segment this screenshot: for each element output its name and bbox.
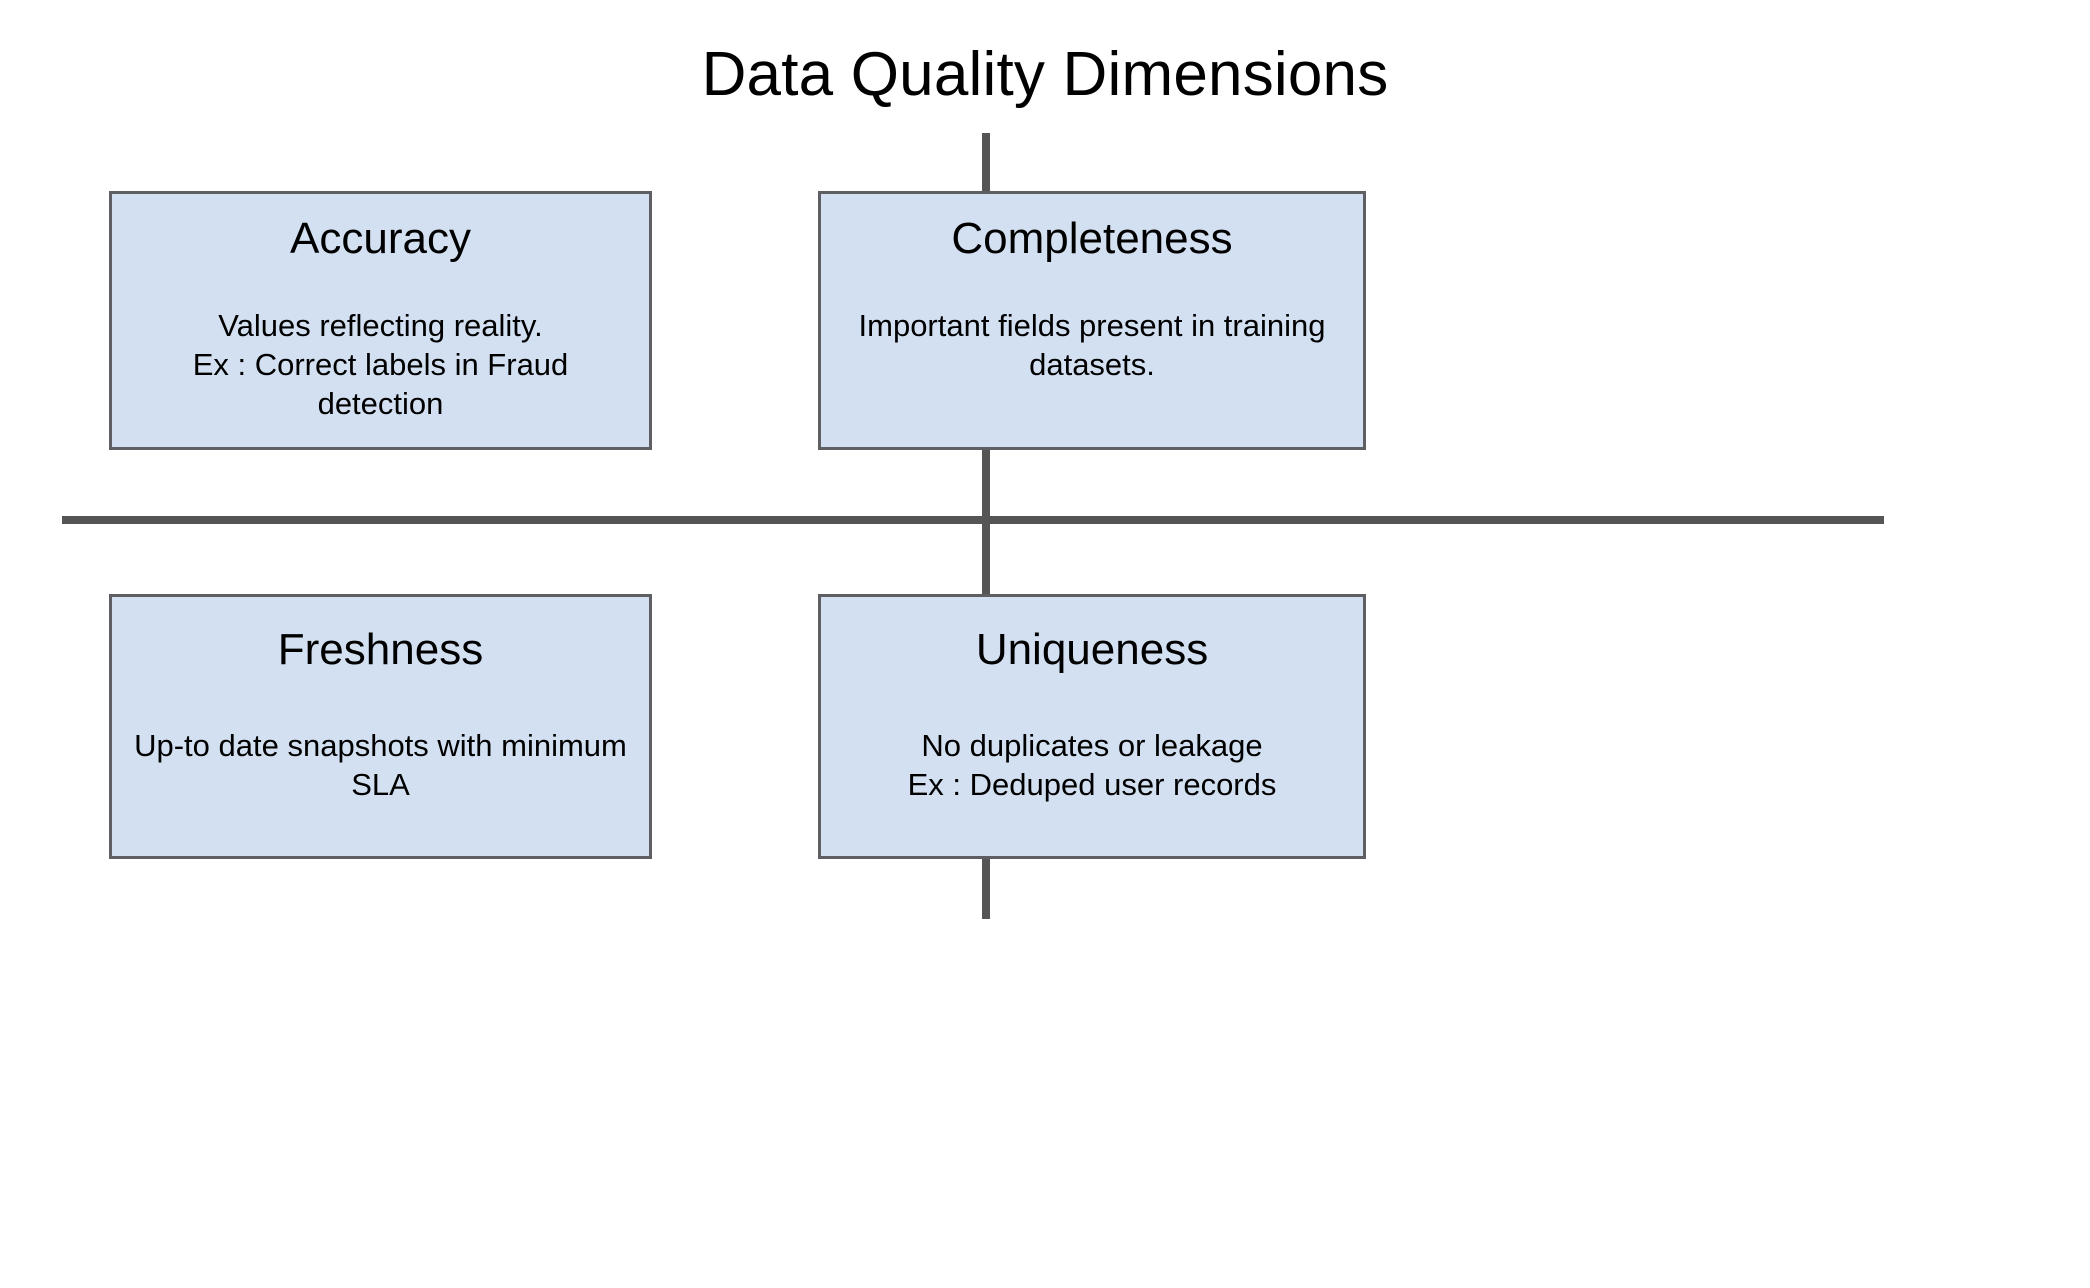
quadrant-body-uniqueness: No duplicates or leakage Ex : Deduped us… xyxy=(907,728,1277,802)
quadrant-card-completeness[interactable]: Completeness Important fields present in… xyxy=(818,191,1366,450)
quadrant-card-uniqueness[interactable]: Uniqueness No duplicates or leakage Ex :… xyxy=(818,594,1366,859)
quadrant-body-freshness: Up-to date snapshots with minimum SLA xyxy=(134,728,627,802)
quadrant-body-accuracy: Values reflecting reality. Ex : Correct … xyxy=(192,308,569,421)
quadrant-heading-completeness: Completeness xyxy=(951,214,1233,263)
page-title: Data Quality Dimensions xyxy=(701,40,1389,109)
quadrant-heading-accuracy: Accuracy xyxy=(290,214,471,263)
quadrant-card-accuracy[interactable]: Accuracy Values reflecting reality. Ex :… xyxy=(109,191,652,450)
quadrant-heading-freshness: Freshness xyxy=(277,625,484,674)
quadrant-body-completeness: Important fields present in training dat… xyxy=(858,308,1326,382)
quadrant-card-freshness[interactable]: Freshness Up-to date snapshots with mini… xyxy=(109,594,652,859)
quadrant-divider-horizontal xyxy=(62,516,1884,524)
quadrant-divider-vertical xyxy=(982,133,990,919)
quadrant-heading-uniqueness: Uniqueness xyxy=(975,625,1209,674)
